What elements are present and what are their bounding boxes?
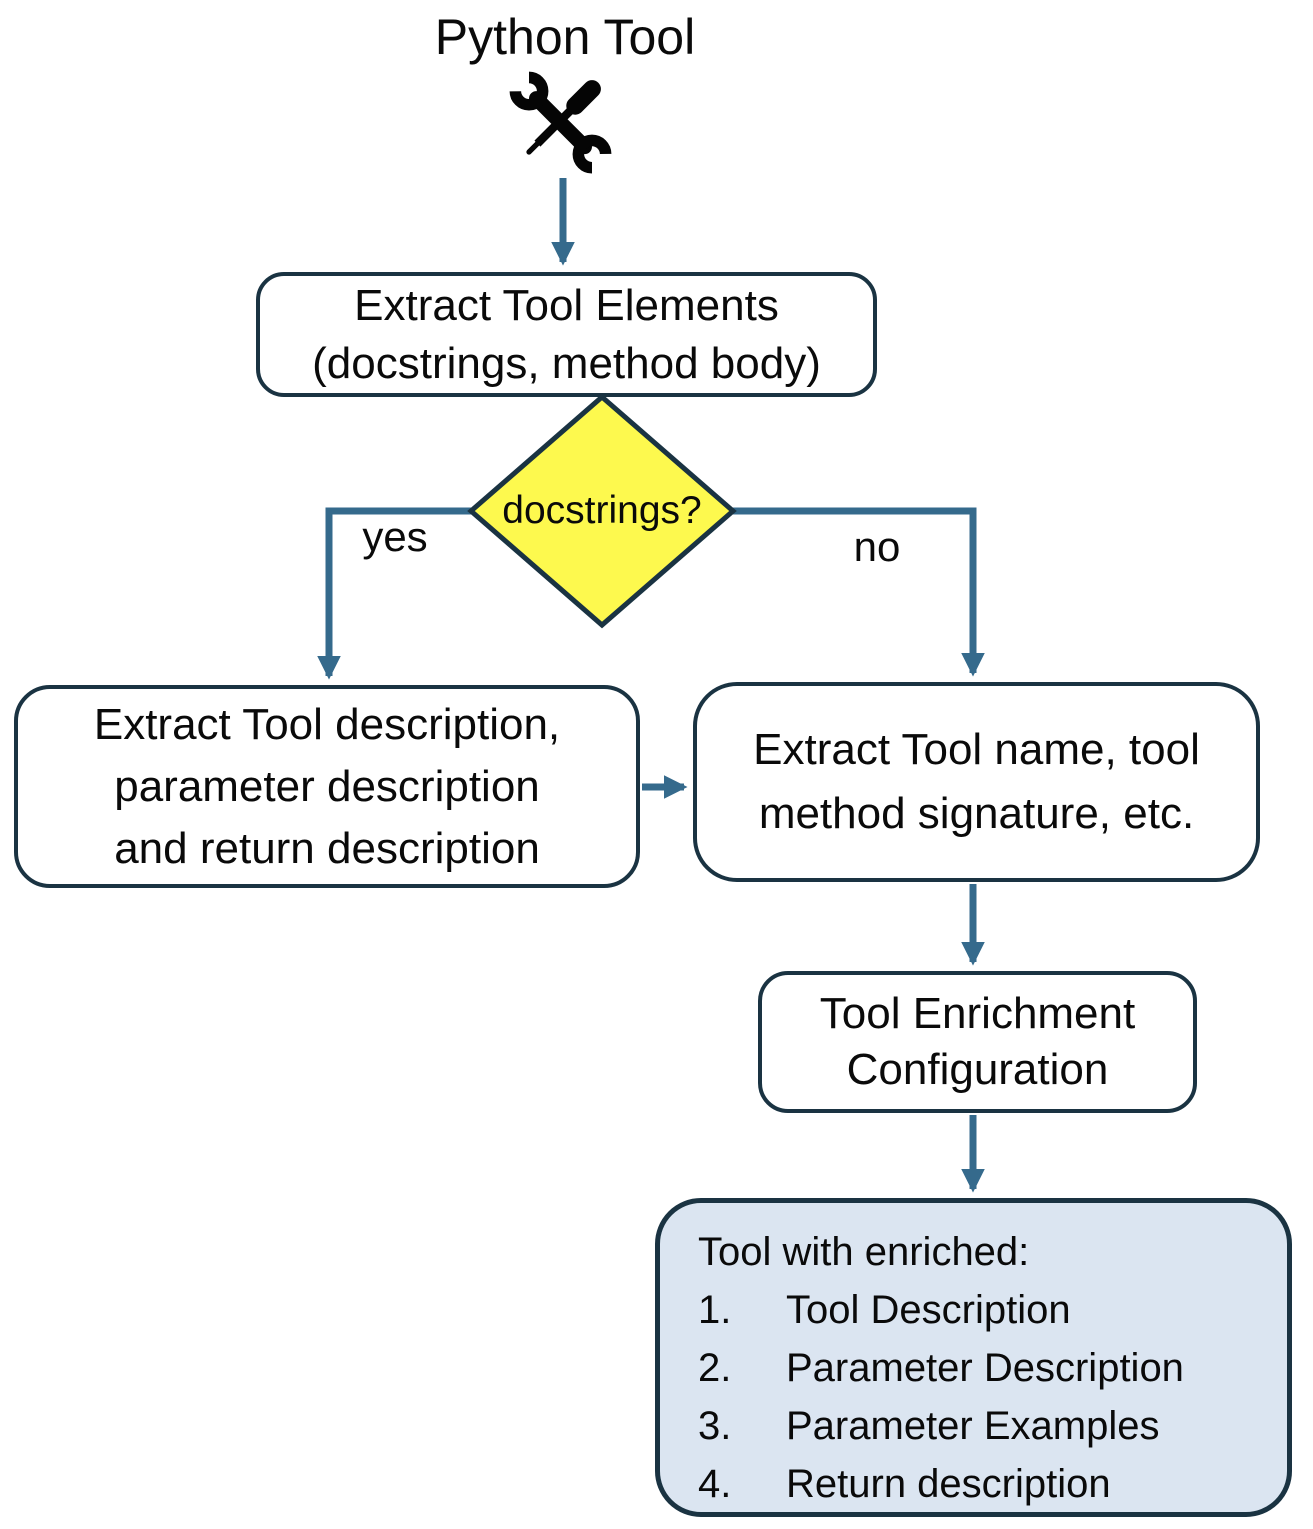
list-item-label: Return description	[786, 1462, 1111, 1506]
list-item-label: Parameter Examples	[786, 1404, 1160, 1448]
node-extract-docstrings-line1: Extract Tool description,	[93, 699, 561, 749]
list-item-number: 1.	[698, 1288, 732, 1332]
node-extract-elements: Extract Tool Elements (docstrings, metho…	[256, 272, 877, 397]
node-extract-elements-line2: (docstrings, method body)	[312, 338, 821, 388]
list-item-label: Parameter Description	[786, 1346, 1184, 1390]
list-item: 1. Tool Description	[698, 1281, 1277, 1339]
node-tool-enrichment-configuration: Tool Enrichment Configuration	[758, 971, 1197, 1113]
connector-yes-branch	[317, 507, 471, 680]
node-extract-name-line2: method signature, etc.	[758, 789, 1195, 838]
list-item: 3. Parameter Examples	[698, 1397, 1277, 1455]
node-tool-with-enriched: Tool with enriched: 1. Tool Description …	[655, 1198, 1292, 1517]
node-extract-name: Extract Tool name, tool method signature…	[693, 682, 1260, 882]
final-intro: Tool with enriched:	[698, 1230, 1030, 1274]
decision-diamond	[467, 393, 737, 629]
node-enrichment-line2: Configuration	[846, 1045, 1109, 1094]
node-extract-elements-line1: Extract Tool Elements	[354, 280, 779, 330]
node-extract-docstrings-line3: and return description	[114, 823, 540, 873]
node-extract-docstrings-line2: parameter description	[114, 761, 540, 811]
page-title: Python Tool	[434, 9, 696, 65]
list-item-number: 3.	[698, 1404, 732, 1448]
list-item-number: 4.	[698, 1462, 732, 1506]
list-item-label: Tool Description	[786, 1288, 1071, 1332]
node-extract-docstrings: Extract Tool description, parameter desc…	[14, 685, 640, 888]
branch-label-no: no	[853, 523, 901, 570]
decision-label: docstrings?	[502, 489, 702, 532]
tools-icon	[509, 71, 612, 174]
list-item-number: 2.	[698, 1346, 732, 1390]
list-item: 2. Parameter Description	[698, 1339, 1277, 1397]
connector-no-branch	[733, 507, 985, 677]
list-item: 4. Return description	[698, 1455, 1277, 1513]
node-enrichment-line1: Tool Enrichment	[819, 989, 1136, 1038]
node-extract-name-line1: Extract Tool name, tool	[753, 725, 1200, 774]
branch-label-yes: yes	[362, 513, 428, 560]
